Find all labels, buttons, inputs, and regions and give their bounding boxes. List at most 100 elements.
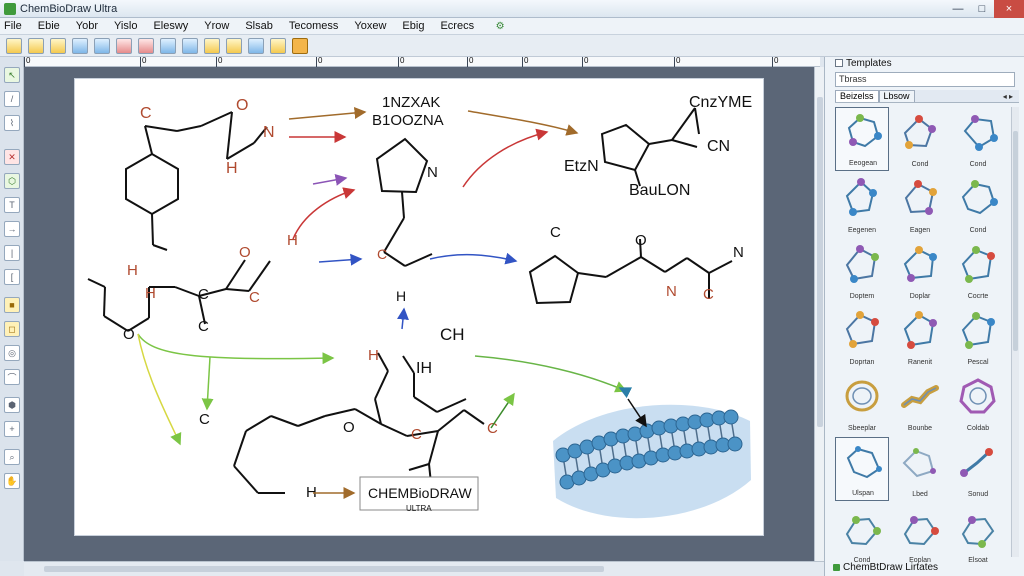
ruler-label: 0: [524, 56, 529, 65]
tab-templates-main[interactable]: Beizelss: [835, 90, 879, 102]
maximize-button[interactable]: □: [978, 3, 986, 15]
horizontal-scroll-thumb[interactable]: [44, 566, 604, 572]
template-label: Cond: [911, 161, 929, 168]
template-item[interactable]: Elsoat: [951, 503, 1005, 567]
chain-tool[interactable]: ⌇: [4, 115, 20, 131]
template-item[interactable]: Ranenit: [893, 305, 947, 369]
copy-button[interactable]: [72, 37, 88, 54]
save-button[interactable]: [28, 37, 44, 54]
label-h-left-2: H: [145, 285, 156, 302]
minimize-button[interactable]: —: [952, 3, 964, 15]
eraser-tool[interactable]: ✕: [4, 149, 20, 165]
lasso-tool[interactable]: ⌒: [4, 369, 20, 385]
template-molecule-icon: [847, 114, 882, 148]
reaction-arrows: [137, 106, 647, 499]
undo-button[interactable]: [116, 37, 132, 54]
template-item[interactable]: Eeogean: [835, 107, 889, 171]
label-o-center: O: [343, 419, 355, 436]
menu-ebig[interactable]: Ebig: [402, 20, 425, 32]
menu-tecomess[interactable]: Tecomess: [288, 20, 339, 32]
ruler-label: 0: [400, 56, 405, 65]
charge-tool[interactable]: +: [4, 421, 20, 437]
menu-eleswy[interactable]: Eleswy: [153, 20, 189, 32]
menu-yrow[interactable]: Yrow: [204, 20, 230, 32]
template-search-input[interactable]: Tbrass: [835, 72, 1015, 87]
bracket-tool[interactable]: [: [4, 269, 20, 285]
structure-button[interactable]: [204, 37, 220, 54]
pan-tool[interactable]: ✋: [4, 473, 20, 489]
template-item[interactable]: Cond: [893, 107, 947, 171]
zoom-out-button[interactable]: [182, 37, 198, 54]
vertical-scrollbar[interactable]: [814, 67, 824, 561]
template-item[interactable]: Pescal: [951, 305, 1005, 369]
open-button[interactable]: [6, 37, 22, 54]
redo-button[interactable]: [138, 37, 154, 54]
paste-button[interactable]: [94, 37, 110, 54]
text-tool[interactable]: T: [4, 197, 20, 213]
template-label: Lbed: [912, 491, 928, 498]
tab-nav-arrows-icon[interactable]: ◂ ▸: [1002, 91, 1013, 101]
menu-yobr[interactable]: Yobr: [75, 20, 98, 32]
orbital-tool[interactable]: ◎: [4, 345, 20, 361]
template-item[interactable]: Lbed: [893, 437, 947, 501]
zoom-tool[interactable]: ⌕: [4, 449, 20, 465]
template-item[interactable]: Eegenen: [835, 173, 889, 237]
menu-ecrecs[interactable]: Ecrecs: [440, 20, 475, 32]
template-item[interactable]: Doprtan: [835, 305, 889, 369]
settings-button[interactable]: [270, 37, 286, 54]
ruler-tick: [398, 57, 399, 67]
shape-tool[interactable]: ◻: [4, 321, 20, 337]
selection-tool[interactable]: ↖: [4, 67, 20, 83]
menu-edit[interactable]: Ebie: [37, 20, 60, 32]
label-nn: N: [427, 164, 438, 181]
arrow-blue-right: [429, 252, 518, 265]
label-o: O: [236, 97, 248, 114]
line-tool[interactable]: |: [4, 245, 20, 261]
menu-yoxew[interactable]: Yoxew: [354, 20, 387, 32]
tab-templates-secondary[interactable]: Lbsow: [878, 90, 915, 102]
template-scrollbar[interactable]: [1011, 107, 1019, 557]
gear-icon[interactable]: ⚙: [495, 20, 505, 32]
active-tool-button[interactable]: [292, 37, 308, 54]
template-tool[interactable]: ⬢: [4, 397, 20, 413]
template-item[interactable]: Sbeeplar: [835, 371, 889, 435]
arrow-tool[interactable]: →: [4, 221, 20, 237]
ruler-tick: [467, 57, 468, 67]
template-item[interactable]: Eoplan: [893, 503, 947, 567]
template-item[interactable]: Doplar: [893, 239, 947, 303]
menu-file[interactable]: File: [4, 20, 22, 32]
drawing-canvas[interactable]: C O H N 1NZXAK B1OOZNA N H C: [74, 78, 764, 536]
menu-yislo[interactable]: Yislo: [114, 20, 138, 32]
template-item[interactable]: Cond: [835, 503, 889, 567]
template-item[interactable]: Cond: [951, 107, 1005, 171]
bond-button[interactable]: [226, 37, 242, 54]
ruler-label: 0: [676, 56, 681, 65]
print-button[interactable]: [50, 37, 66, 54]
template-item[interactable]: Coldab: [951, 371, 1005, 435]
status-icon: [833, 564, 840, 571]
template-item[interactable]: Doptem: [835, 239, 889, 303]
menu-bar: File Ebie Yobr Yislo Eleswy Yrow Slsab T…: [0, 18, 1024, 35]
template-item[interactable]: Cond: [951, 173, 1005, 237]
zoom-in-button[interactable]: [160, 37, 176, 54]
ring-tool[interactable]: ⬡: [4, 173, 20, 189]
template-item[interactable]: Ulspan: [835, 437, 889, 501]
template-label: Coldab: [966, 425, 990, 432]
template-label: Eagen: [909, 227, 931, 234]
template-item[interactable]: Bounbe: [893, 371, 947, 435]
highlight-tool[interactable]: ■: [4, 297, 20, 313]
template-scroll-thumb[interactable]: [1013, 131, 1018, 351]
label-enzyme: CnzYME: [689, 94, 752, 111]
label-h: H: [226, 160, 238, 177]
vertical-scroll-thumb[interactable]: [817, 97, 823, 427]
template-molecule-icon: [902, 448, 936, 478]
menu-slsab[interactable]: Slsab: [245, 20, 273, 32]
horizontal-scrollbar[interactable]: [24, 561, 824, 576]
template-button[interactable]: [248, 37, 264, 54]
template-item[interactable]: Eagen: [893, 173, 947, 237]
close-button[interactable]: ×: [994, 0, 1024, 18]
label-h-left-3: H: [287, 232, 298, 249]
template-item[interactable]: Sonud: [951, 437, 1005, 501]
template-item[interactable]: Cocrte: [951, 239, 1005, 303]
bond-tool[interactable]: /: [4, 91, 20, 107]
